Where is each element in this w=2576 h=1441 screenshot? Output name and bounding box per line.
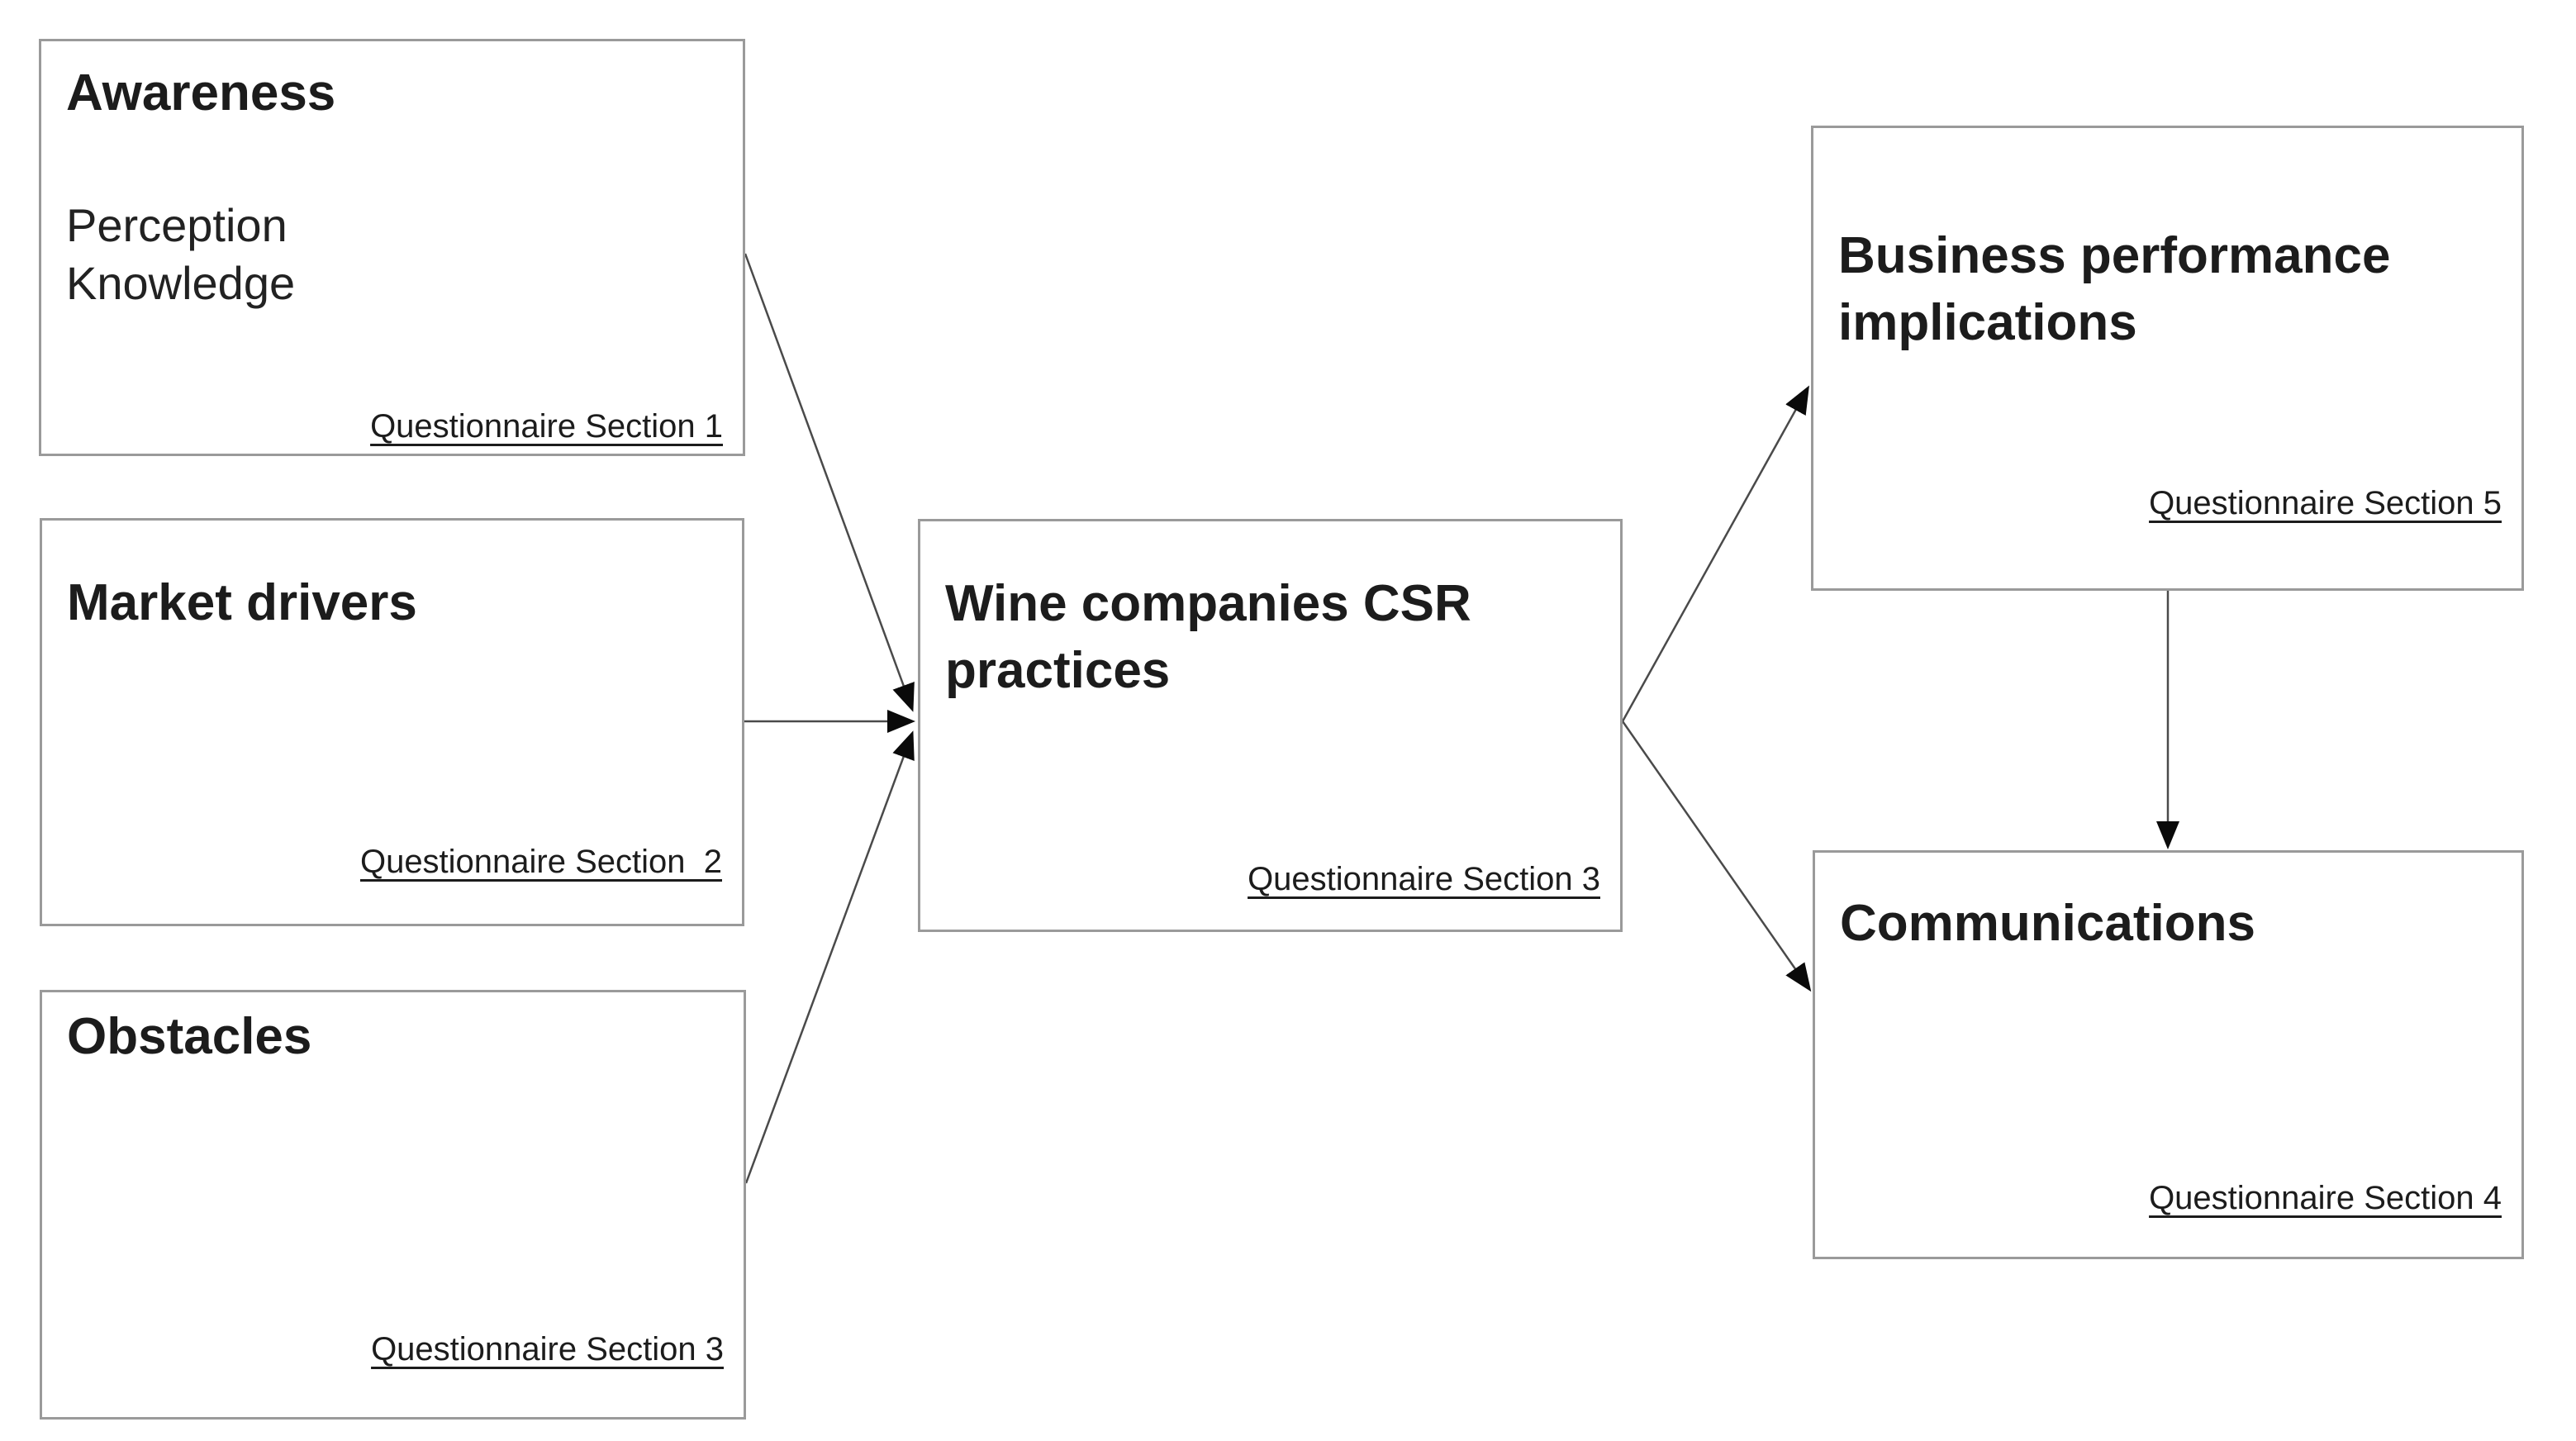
node-obstacles-title: Obstacles — [67, 1008, 312, 1065]
node-awareness: Awareness Perception Knowledge Questionn… — [39, 39, 745, 456]
node-awareness-body-line-knowledge: Knowledge — [66, 256, 296, 309]
node-market-drivers: Market drivers Questionnaire Section 2 — [40, 518, 744, 926]
node-awareness-body: Perception Knowledge — [66, 197, 718, 312]
node-wine-companies-csr-practices-title-line2: practices — [945, 641, 1171, 699]
node-awareness-section-label: Questionnaire Section 1 — [370, 408, 723, 445]
node-business-performance-implications-title-line1: Business performance — [1838, 227, 2391, 284]
node-communications: Communications Questionnaire Section 4 — [1813, 850, 2524, 1259]
arrow-awareness-to-csr — [744, 253, 915, 712]
node-obstacles-section-label: Questionnaire Section 3 — [371, 1331, 724, 1367]
node-communications-title: Communications — [1840, 895, 2255, 952]
node-wine-companies-csr-practices: Wine companies CSR practices Questionnai… — [918, 519, 1623, 932]
node-wine-companies-csr-practices-title: Wine companies CSR practices — [945, 571, 1595, 704]
node-wine-companies-csr-practices-title-line1: Wine companies CSR — [945, 575, 1471, 632]
node-awareness-title: Awareness — [66, 64, 336, 121]
arrow-csr-to-communications — [1621, 720, 1812, 992]
node-business-performance-implications-title-line2: implications — [1838, 293, 2137, 351]
node-wine-companies-csr-practices-section-label: Questionnaire Section 3 — [1248, 861, 1600, 897]
arrow-csr-to-business-performance — [1621, 385, 1809, 722]
node-awareness-body-line-perception: Perception — [66, 198, 288, 251]
node-obstacles: Obstacles Questionnaire Section 3 — [40, 990, 746, 1420]
node-market-drivers-section-label: Questionnaire Section 2 — [359, 844, 722, 880]
arrow-obstacles-to-csr — [744, 730, 915, 1184]
node-communications-section-label: Questionnaire Section 4 — [2149, 1180, 2502, 1216]
node-business-performance-implications-title: Business performance implications — [1838, 223, 2497, 356]
node-business-performance-implications-section-label: Questionnaire Section 5 — [2149, 485, 2502, 521]
node-business-performance-implications: Business performance implications Questi… — [1811, 126, 2524, 591]
node-market-drivers-title: Market drivers — [67, 574, 417, 631]
